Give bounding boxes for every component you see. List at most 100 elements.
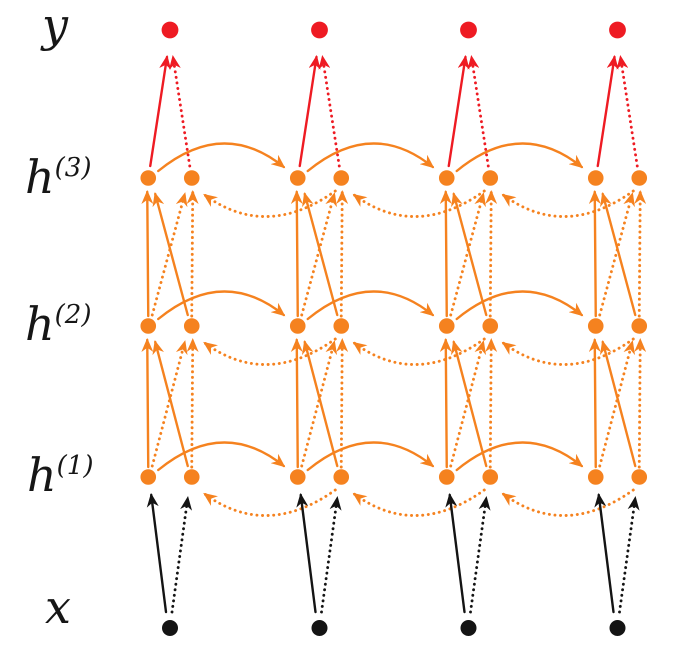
input-to-forward-arrow xyxy=(445,493,466,614)
label-hidden-layer-1: h(1) xyxy=(27,448,93,502)
forward-to-backward-arrow xyxy=(449,340,487,468)
backward-to-output-arrow xyxy=(318,55,341,168)
label-output-y: y xyxy=(40,0,69,52)
hidden-node-forward xyxy=(140,170,157,186)
forward-to-backward-arrow xyxy=(449,192,486,317)
backward-recurrent-arrow xyxy=(501,488,635,517)
hidden-node-backward xyxy=(183,170,200,186)
backward-recurrent-arrow xyxy=(203,337,337,366)
backward-recurrent-arrow xyxy=(501,189,635,218)
forward-to-backward-arrow xyxy=(300,192,337,317)
input-to-backward-arrow xyxy=(320,496,342,614)
input-node xyxy=(311,620,328,636)
input-node xyxy=(609,620,626,636)
backward-to-backward-arrow xyxy=(336,190,349,318)
backward-to-forward-arrow xyxy=(152,340,189,468)
forward-to-backward-arrow xyxy=(150,192,188,317)
forward-to-forward-arrow xyxy=(290,190,303,318)
hidden-node-forward xyxy=(438,170,455,186)
forward-to-output-arrow xyxy=(596,55,619,168)
hidden-node-backward xyxy=(333,469,350,485)
hidden-node-forward xyxy=(438,469,455,485)
backward-to-forward-arrow xyxy=(600,192,637,317)
output-node xyxy=(609,21,626,39)
hidden-node-forward xyxy=(587,318,604,334)
forward-recurrent-arrow xyxy=(455,441,584,472)
input-to-forward-arrow xyxy=(146,493,168,614)
input-to-backward-arrow xyxy=(618,496,640,614)
label-x-base: x xyxy=(45,580,71,634)
backward-recurrent-arrow xyxy=(352,488,486,517)
input-to-backward-arrow xyxy=(170,496,193,614)
forward-to-forward-arrow xyxy=(290,338,303,469)
backward-to-output-arrow xyxy=(616,55,639,168)
label-y-base: y xyxy=(40,0,69,52)
forward-to-forward-arrow xyxy=(439,190,452,318)
forward-to-backward-arrow xyxy=(598,192,635,317)
input-node xyxy=(162,620,178,636)
forward-to-forward-arrow xyxy=(439,338,452,469)
forward-recurrent-arrow xyxy=(306,290,435,321)
hidden-node-backward xyxy=(482,170,499,186)
backward-to-forward-arrow xyxy=(599,340,637,468)
backward-to-forward-arrow xyxy=(451,192,488,317)
backward-to-forward-arrow xyxy=(302,192,339,317)
hidden-node-forward xyxy=(140,469,157,485)
hidden-node-backward xyxy=(333,318,350,334)
label-h1-base: h xyxy=(27,448,57,502)
forward-recurrent-arrow xyxy=(157,290,286,321)
input-to-backward-arrow xyxy=(469,496,491,614)
forward-to-output-arrow xyxy=(447,55,470,168)
hidden-node-backward xyxy=(631,469,648,485)
hidden-node-forward xyxy=(438,318,455,334)
hidden-node-backward xyxy=(183,469,200,485)
label-h2-sup: (2) xyxy=(55,300,92,330)
hidden-node-forward xyxy=(289,318,306,334)
forward-to-output-arrow xyxy=(298,55,321,168)
backward-to-output-arrow xyxy=(467,55,490,168)
forward-to-forward-arrow xyxy=(588,190,601,318)
backward-recurrent-arrow xyxy=(501,337,635,366)
forward-to-forward-arrow xyxy=(141,190,154,318)
label-hidden-layer-2: h(2) xyxy=(25,297,91,351)
backward-recurrent-arrow xyxy=(203,488,337,517)
hidden-node-forward xyxy=(140,318,157,334)
label-h3-base: h xyxy=(25,150,55,204)
backward-to-forward-arrow xyxy=(301,340,339,468)
backward-to-output-arrow xyxy=(168,55,192,168)
forward-recurrent-arrow xyxy=(455,142,584,173)
input-to-forward-arrow xyxy=(594,493,615,614)
forward-recurrent-arrow xyxy=(455,290,584,321)
forward-recurrent-arrow xyxy=(157,441,286,472)
hidden-node-backward xyxy=(482,318,499,334)
backward-recurrent-arrow xyxy=(352,189,486,218)
forward-recurrent-arrow xyxy=(157,142,286,173)
hidden-node-backward xyxy=(631,170,648,186)
forward-recurrent-arrow xyxy=(306,441,435,472)
forward-to-backward-arrow xyxy=(300,340,338,468)
output-node xyxy=(460,21,477,39)
edges-group xyxy=(141,55,647,614)
label-input-x: x xyxy=(45,580,71,634)
backward-to-backward-arrow xyxy=(186,338,199,469)
label-h1-sup: (1) xyxy=(57,451,94,481)
label-h3-sup: (3) xyxy=(55,153,92,183)
backward-to-backward-arrow xyxy=(634,190,647,318)
hidden-node-forward xyxy=(289,469,306,485)
backward-to-backward-arrow xyxy=(336,338,349,469)
input-to-forward-arrow xyxy=(296,493,317,614)
backward-to-forward-arrow xyxy=(152,192,189,317)
label-hidden-layer-3: h(3) xyxy=(25,150,91,204)
forward-to-output-arrow xyxy=(149,55,172,168)
backward-recurrent-arrow xyxy=(352,337,486,366)
backward-to-forward-arrow xyxy=(450,340,488,468)
forward-to-forward-arrow xyxy=(588,338,601,469)
hidden-node-forward xyxy=(289,170,306,186)
nodes-group xyxy=(140,21,648,636)
forward-to-backward-arrow xyxy=(150,340,188,468)
hidden-node-forward xyxy=(587,469,604,485)
output-node xyxy=(311,21,328,39)
output-node xyxy=(161,21,179,39)
